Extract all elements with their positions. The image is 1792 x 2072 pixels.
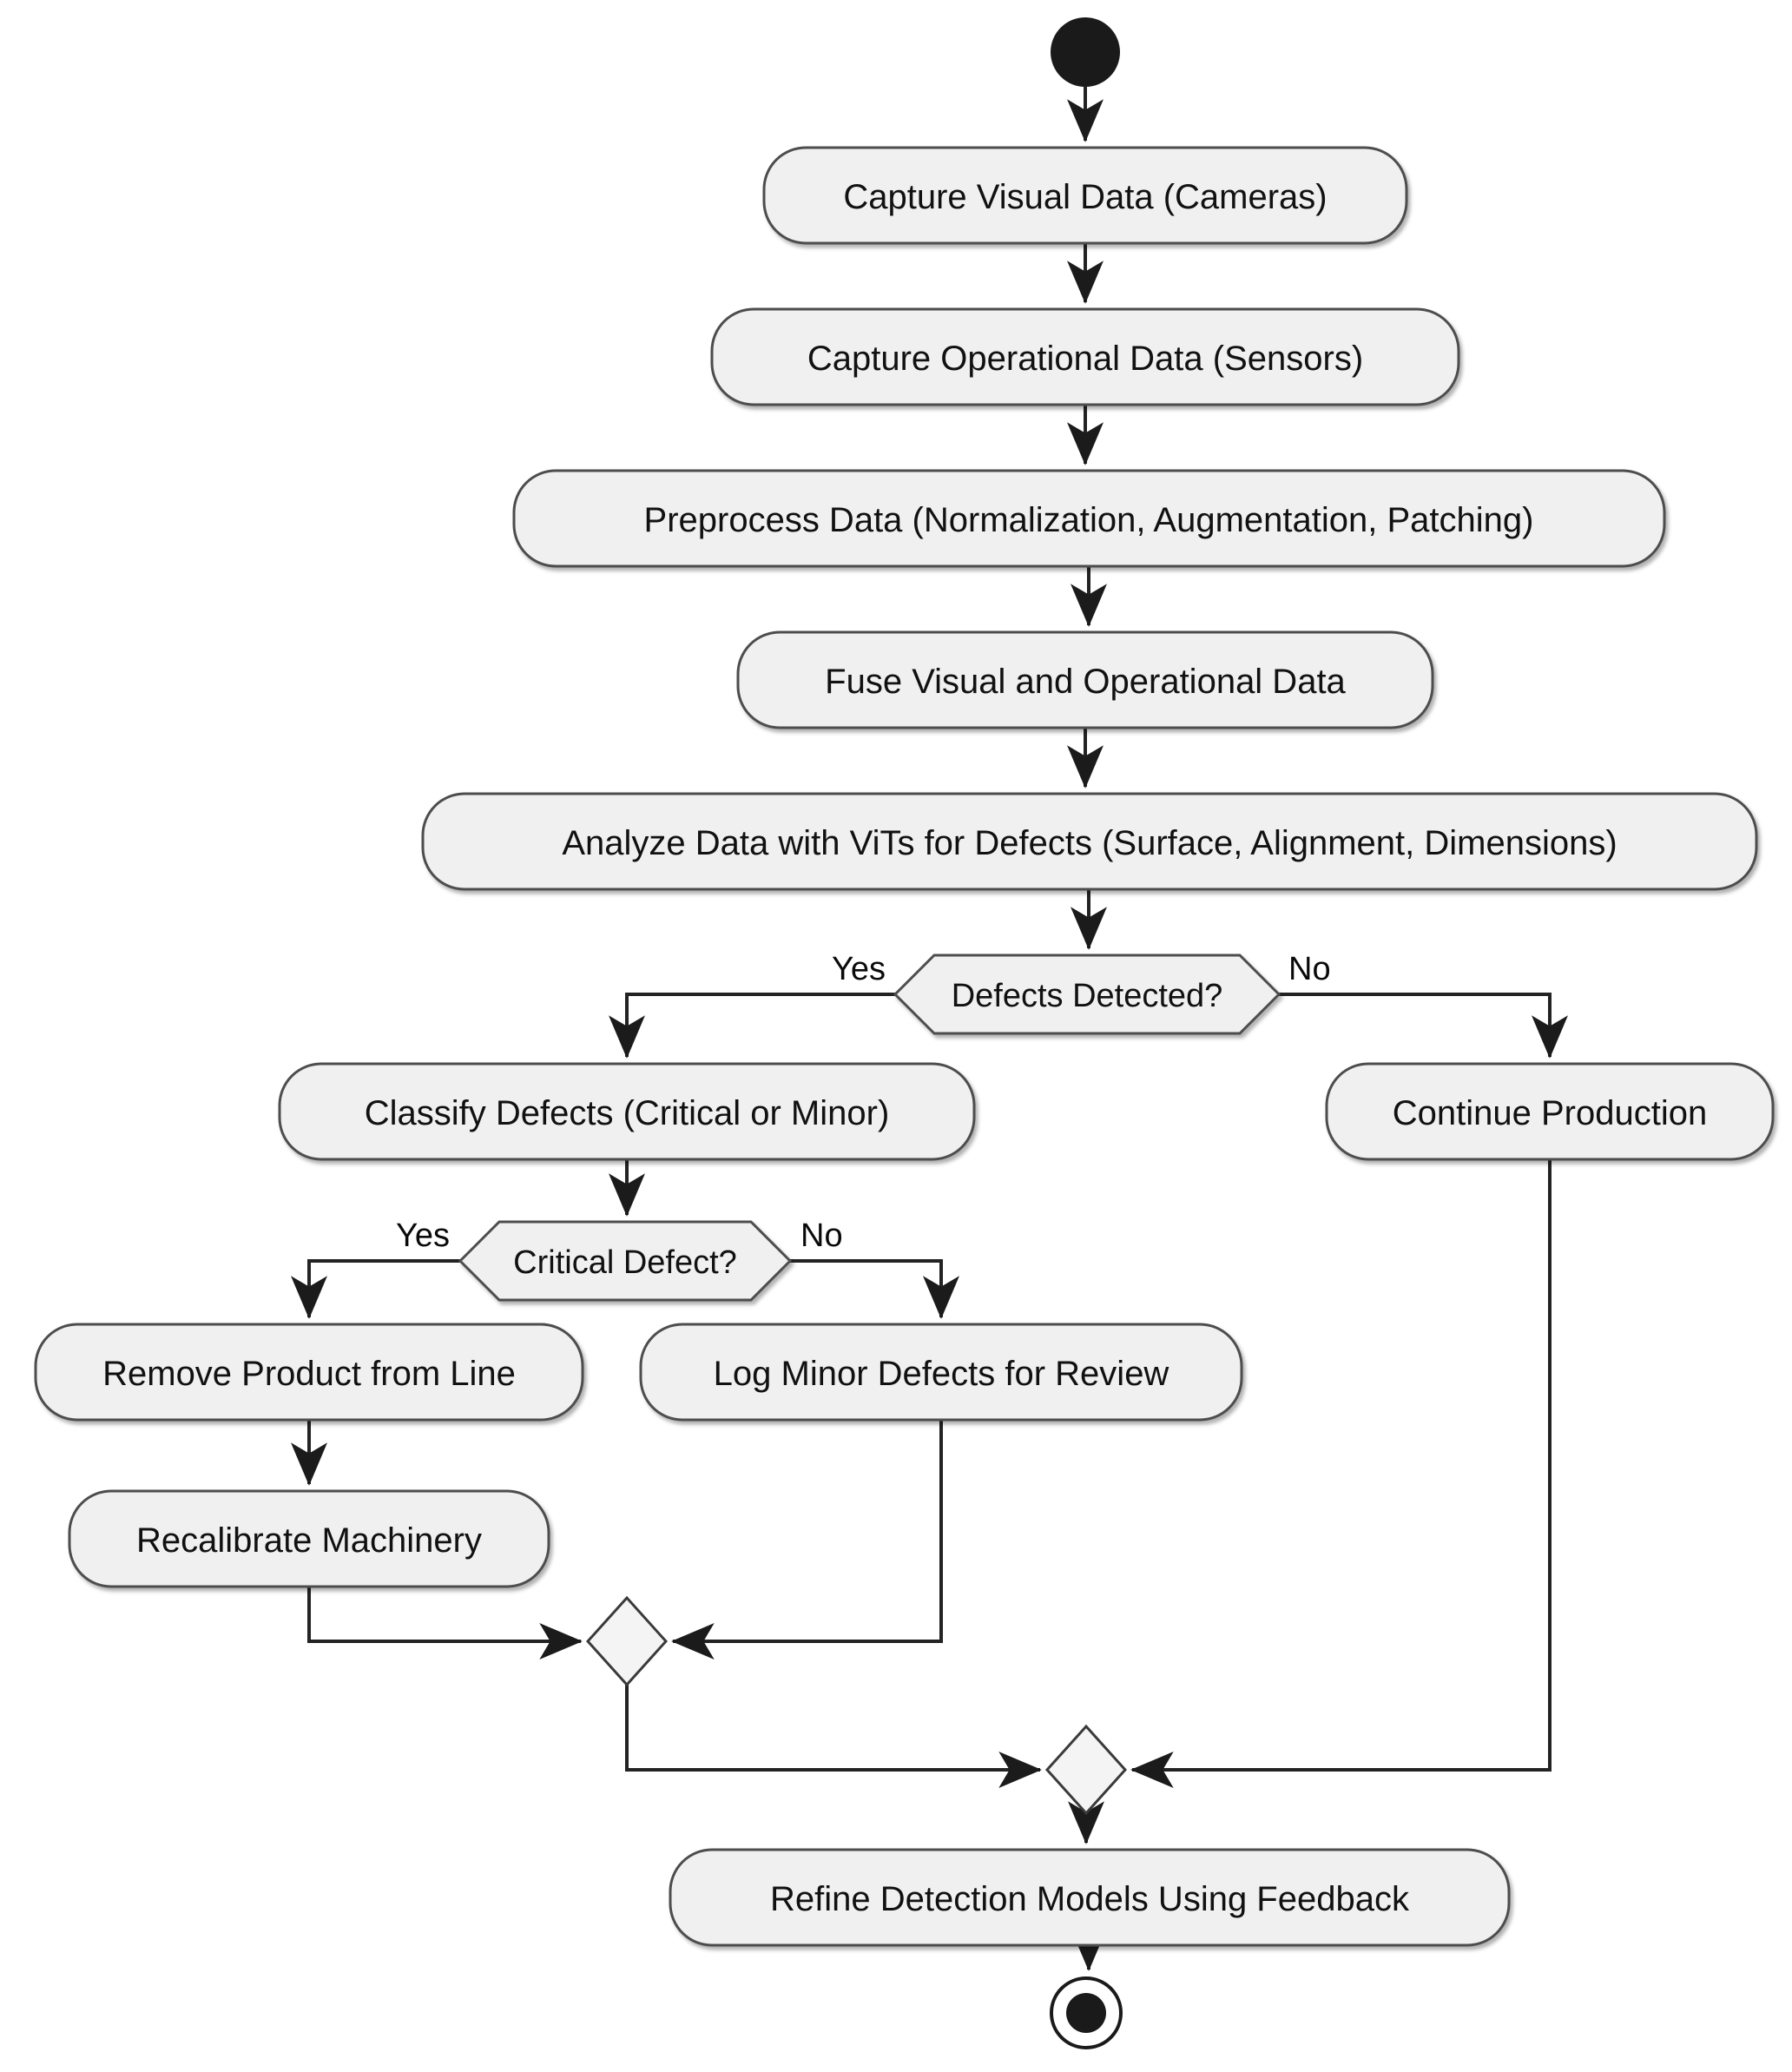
node-log-minor: Log Minor Defects for Review xyxy=(639,1323,1243,1422)
node-classify: Classify Defects (Critical or Minor) xyxy=(278,1062,976,1161)
node-label: Defects Detected? xyxy=(952,978,1223,1014)
action-box xyxy=(669,1848,1511,1947)
node-label: Recalibrate Machinery xyxy=(136,1521,482,1560)
decision-hexagon xyxy=(458,1220,793,1302)
node-label: Log Minor Defects for Review xyxy=(714,1355,1169,1393)
edge-merge1-to-merge2 xyxy=(625,1685,1042,1788)
node-label: Capture Visual Data (Cameras) xyxy=(843,178,1327,216)
merge-diamond-icon xyxy=(585,1595,669,1687)
action-box xyxy=(512,469,1666,568)
node-capture-operational: Capture Operational Data (Sensors) xyxy=(710,307,1460,406)
edge-label-critical-no: No xyxy=(800,1217,843,1254)
node-merge-1 xyxy=(585,1595,669,1687)
node-continue-production: Continue Production xyxy=(1325,1062,1775,1161)
node-start xyxy=(1051,17,1120,87)
action-box xyxy=(421,792,1758,891)
edge-recalibrate-to-merge1 xyxy=(307,1587,583,1660)
edge-defects-no-to-continue xyxy=(1279,993,1568,1059)
node-label: Remove Product from Line xyxy=(102,1355,516,1393)
edge-critical-no-to-log-minor xyxy=(790,1259,959,1319)
edge-defects-yes-to-classify xyxy=(609,993,895,1059)
node-label: Capture Operational Data (Sensors) xyxy=(807,340,1363,378)
node-label: Analyze Data with ViTs for Defects (Surf… xyxy=(562,824,1617,862)
start-circle-icon xyxy=(1051,17,1120,87)
node-analyze: Analyze Data with ViTs for Defects (Surf… xyxy=(421,792,1758,891)
node-fuse: Fuse Visual and Operational Data xyxy=(736,630,1434,729)
node-label: Classify Defects (Critical or Minor) xyxy=(365,1094,890,1132)
node-defects-detected: Defects Detected? xyxy=(893,954,1281,1035)
action-box xyxy=(68,1489,550,1588)
node-refine: Refine Detection Models Using Feedback xyxy=(669,1848,1511,1947)
action-box xyxy=(736,630,1434,729)
node-label: Preprocess Data (Normalization, Augmenta… xyxy=(644,501,1534,539)
edge-label-critical-yes: Yes xyxy=(396,1217,450,1254)
node-remove-product: Remove Product from Line xyxy=(34,1323,584,1422)
node-preprocess: Preprocess Data (Normalization, Augmenta… xyxy=(512,469,1666,568)
node-merge-2 xyxy=(1044,1724,1128,1816)
action-box xyxy=(639,1323,1243,1422)
edge-label-defects-yes: Yes xyxy=(832,951,886,987)
action-box xyxy=(762,146,1408,245)
edge-log-minor-to-merge1 xyxy=(671,1420,943,1660)
node-label: Continue Production xyxy=(1393,1094,1707,1132)
edge-critical-yes-to-remove xyxy=(291,1259,460,1319)
node-label: Fuse Visual and Operational Data xyxy=(825,663,1346,701)
edges xyxy=(291,87,1568,1971)
edge-label-defects-no: No xyxy=(1288,951,1331,987)
end-circle-inner-icon xyxy=(1066,1993,1106,2033)
node-critical-defect: Critical Defect? xyxy=(458,1220,793,1302)
action-box xyxy=(1325,1062,1775,1161)
node-label: Critical Defect? xyxy=(513,1244,737,1281)
node-label: Refine Detection Models Using Feedback xyxy=(770,1880,1410,1918)
node-end xyxy=(1050,1976,1123,2049)
edge-continue-to-merge2 xyxy=(1130,1159,1552,1788)
decision-hexagon xyxy=(893,954,1281,1035)
merge-diamond-icon xyxy=(1044,1724,1128,1816)
action-box xyxy=(278,1062,976,1161)
node-capture-visual: Capture Visual Data (Cameras) xyxy=(762,146,1408,245)
action-box xyxy=(710,307,1460,406)
action-box xyxy=(34,1323,584,1422)
node-recalibrate: Recalibrate Machinery xyxy=(68,1489,550,1588)
edge-labels: Yes No Yes No xyxy=(396,951,1331,1254)
